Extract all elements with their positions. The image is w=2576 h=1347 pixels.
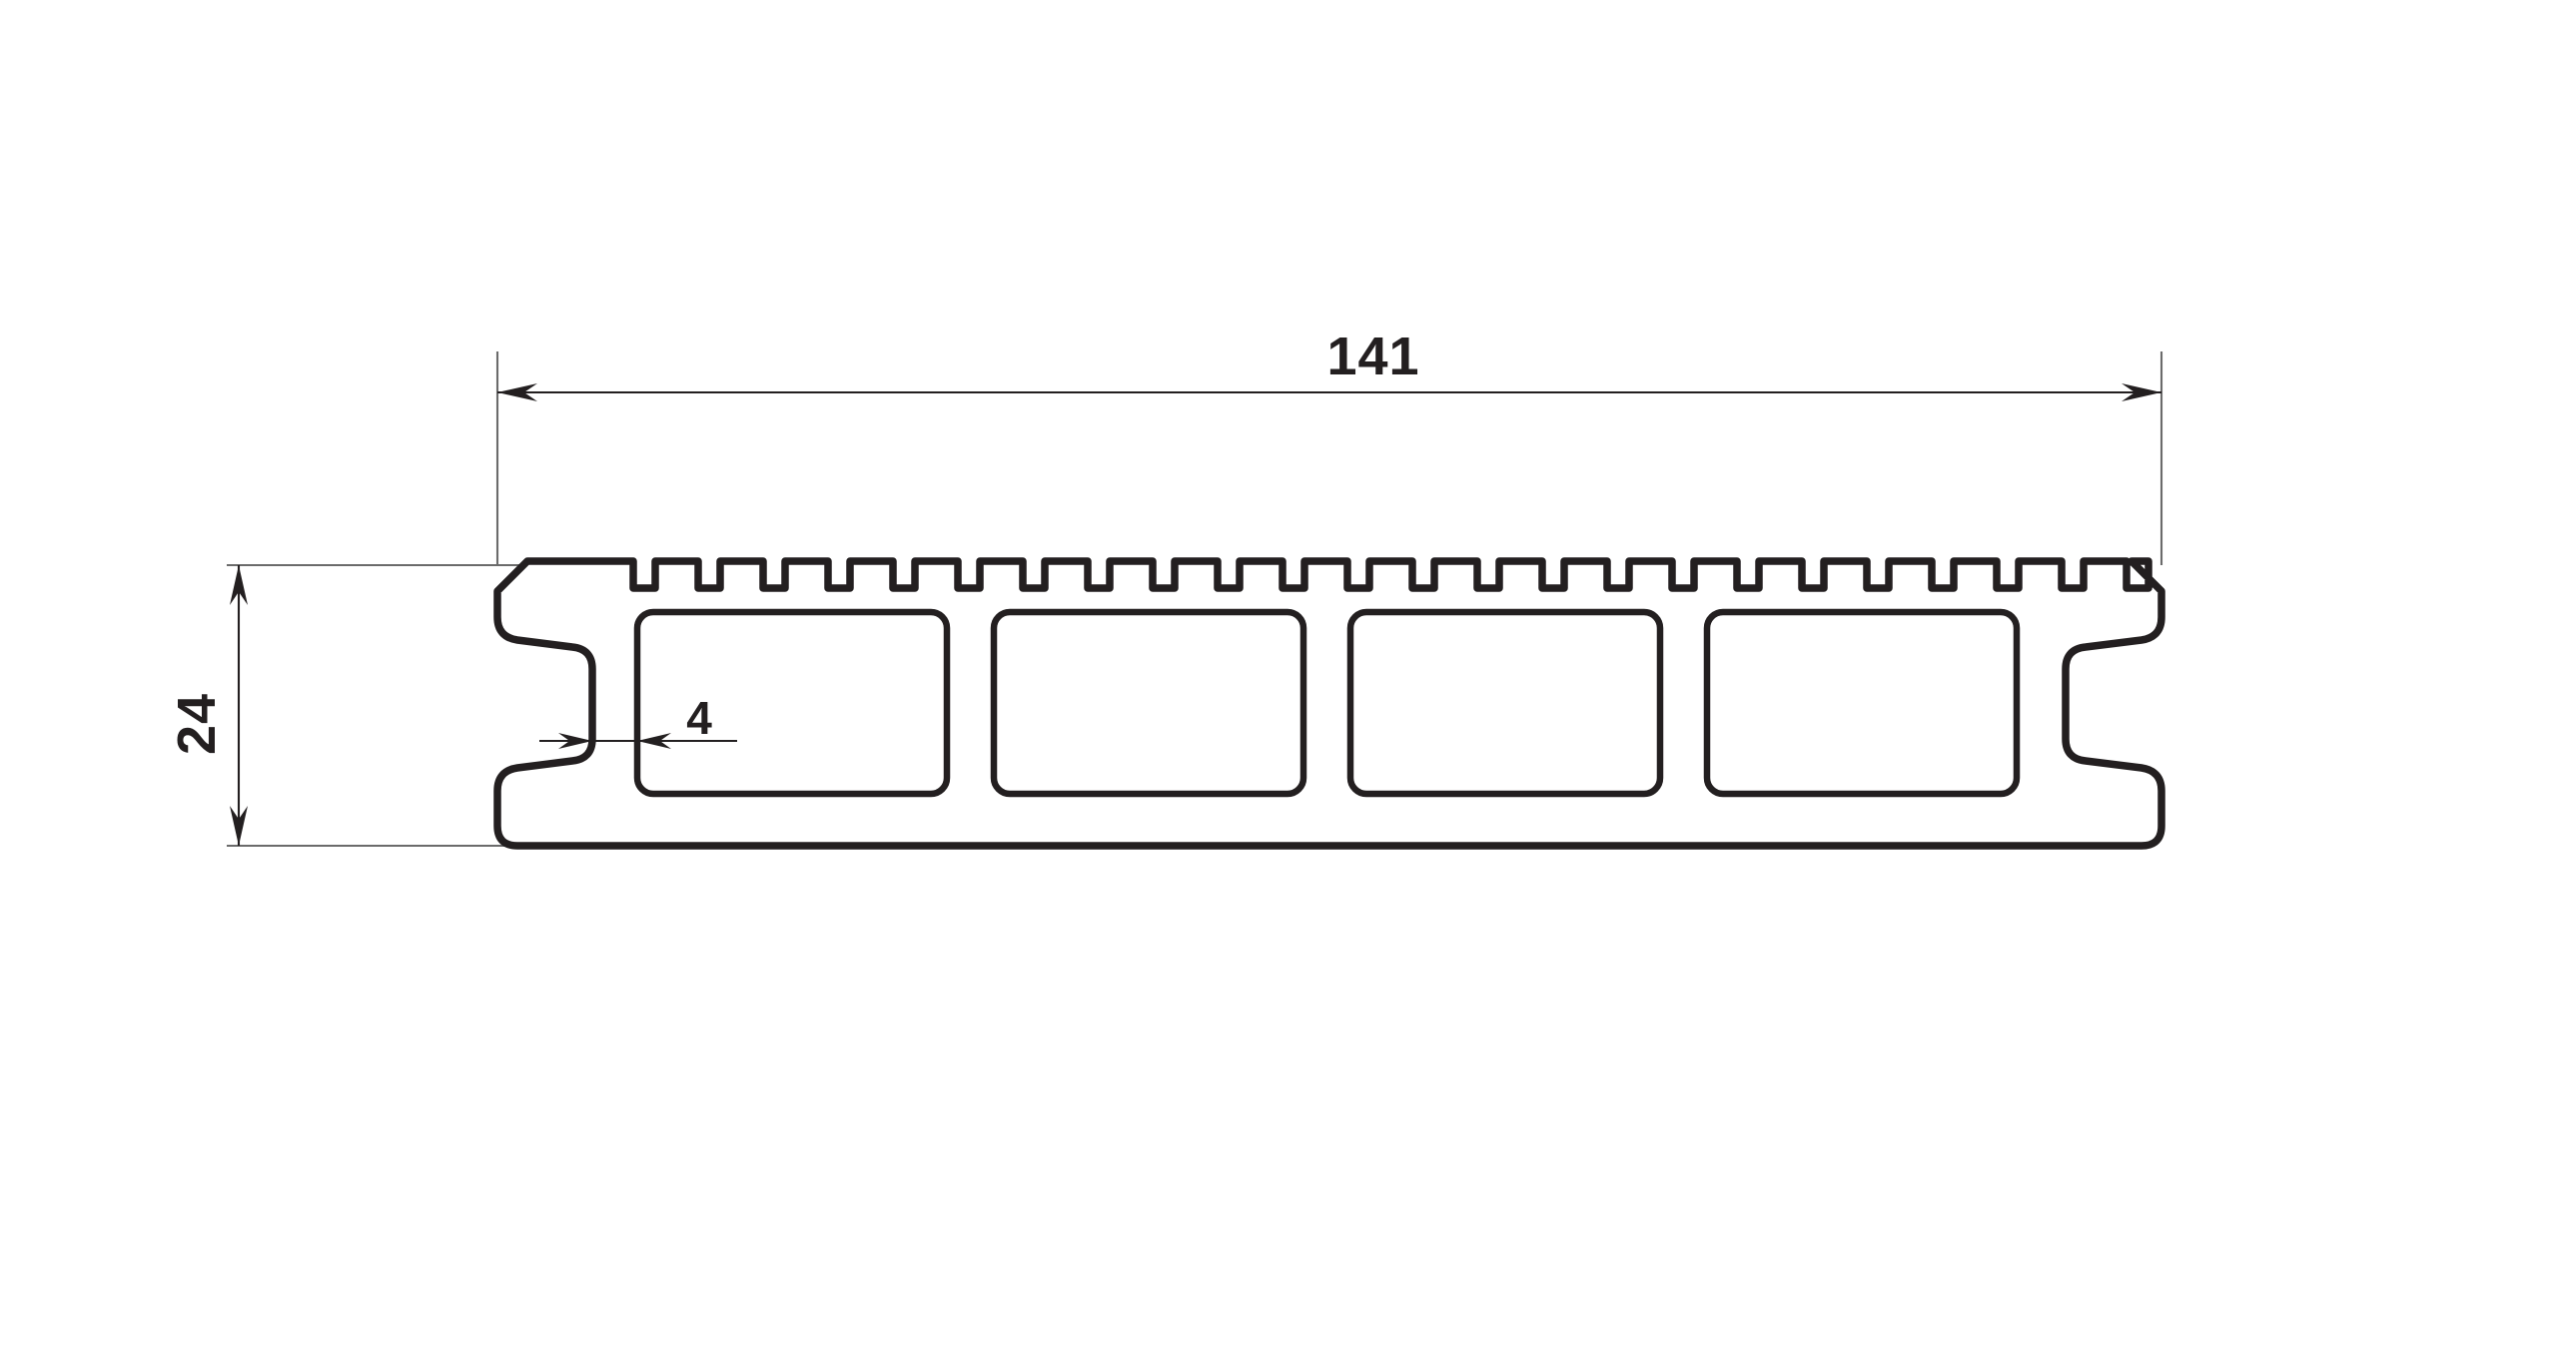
arrow-head-left <box>497 383 537 401</box>
chamber-2 <box>990 608 1307 798</box>
dimension-label-height: 24 <box>167 693 227 755</box>
dimension-label-width: 141 <box>1326 327 1419 386</box>
width-dimension-group: 141 <box>495 327 2163 565</box>
board-outline-path <box>493 557 2165 850</box>
dimension-label-thickness: 4 <box>686 692 712 744</box>
chamber-1 <box>633 608 951 798</box>
wall-thickness-dimension-group: 4 <box>539 692 737 749</box>
arrow-head-right <box>2122 383 2161 401</box>
arrow-head-thk-right <box>637 733 671 749</box>
chamber-3 <box>1346 608 1664 798</box>
arrow-head-thk-left <box>558 733 592 749</box>
height-dimension-group: 24 <box>167 563 519 848</box>
arrow-head-top <box>230 565 248 605</box>
arrow-head-bottom <box>230 806 248 846</box>
chamber-4 <box>1703 608 2021 798</box>
chambers-group <box>633 608 2021 798</box>
